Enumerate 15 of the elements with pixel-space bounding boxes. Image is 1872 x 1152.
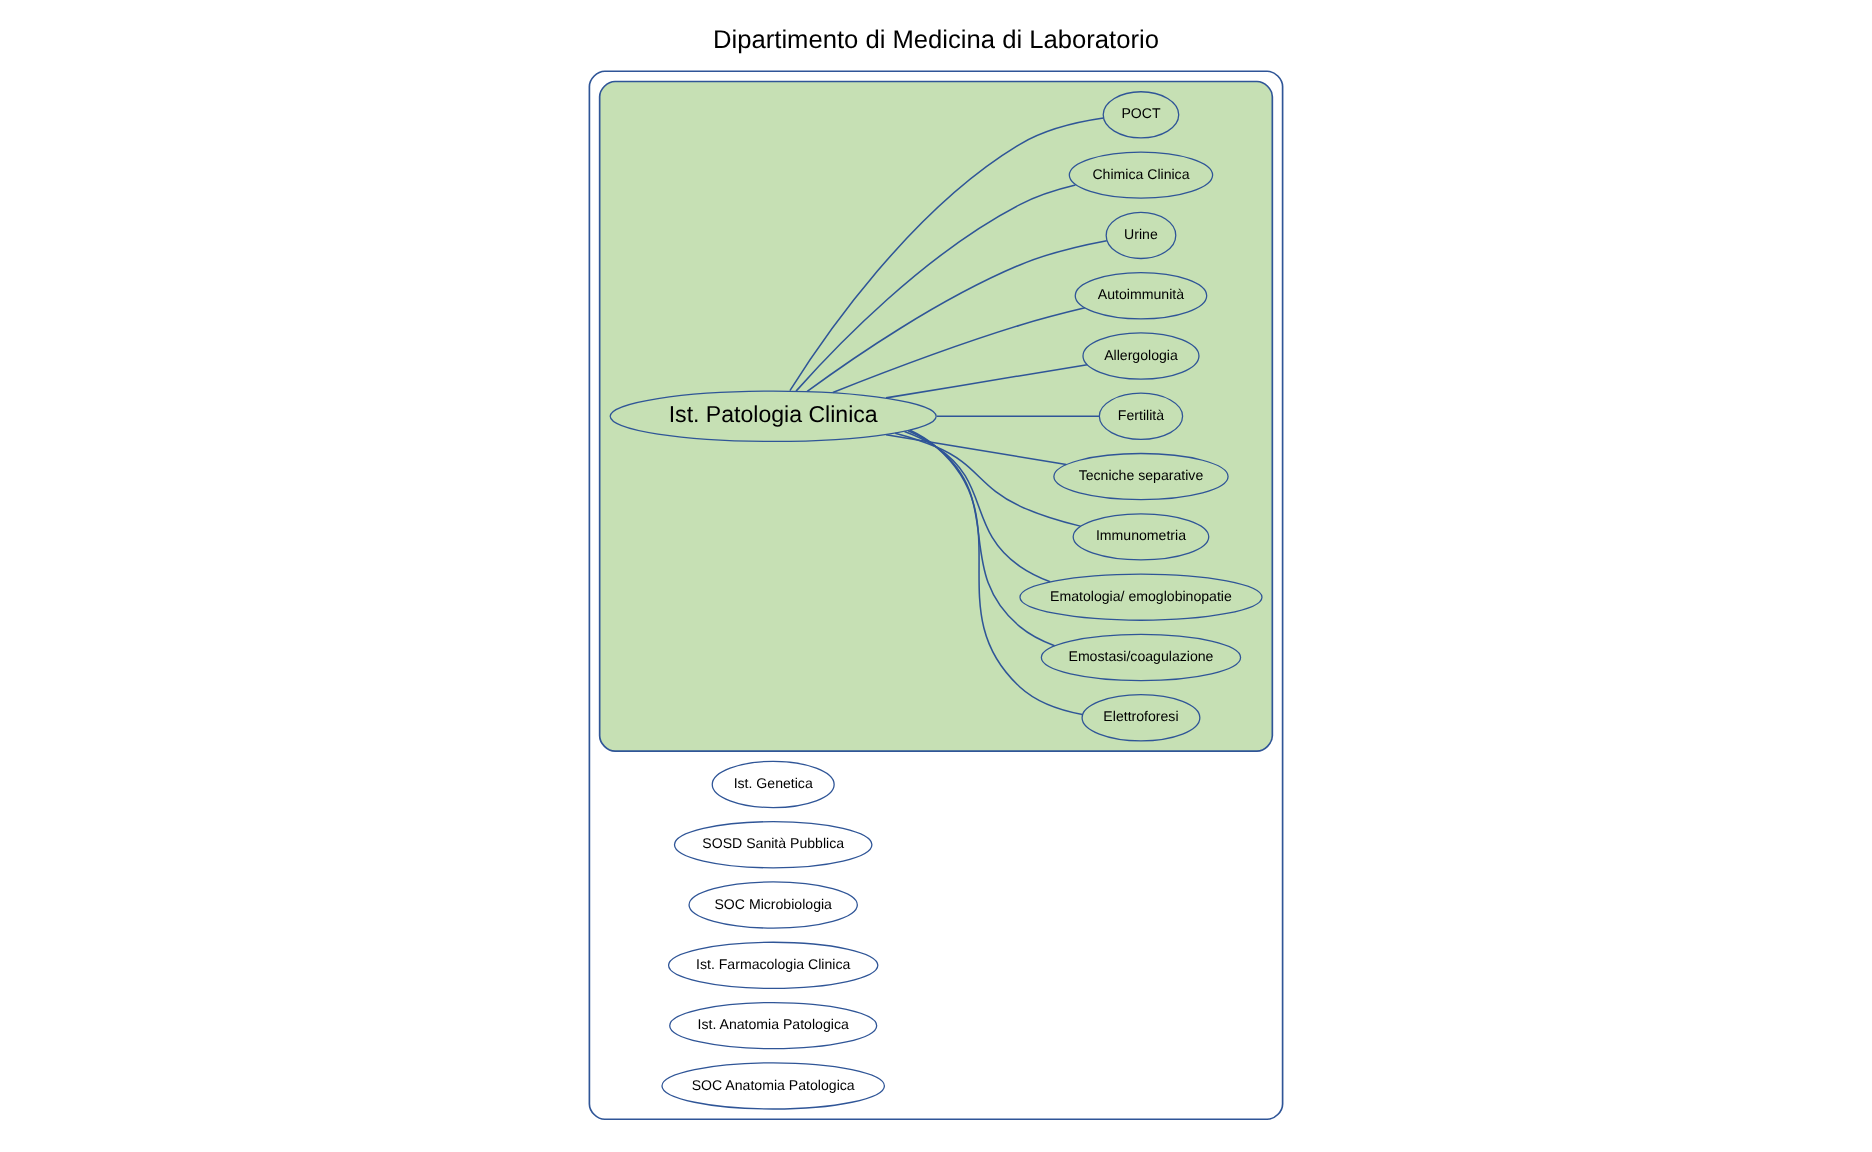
diagram-title: Dipartimento di Medicina di Laboratorio	[713, 24, 1159, 55]
connector	[885, 363, 1089, 399]
cluster	[598, 80, 1274, 752]
connector	[936, 415, 1100, 418]
connector	[832, 307, 1086, 394]
connector	[907, 429, 1056, 647]
cluster	[588, 70, 1284, 1121]
connector	[903, 430, 1051, 583]
node-ellipse: Ist. Patologia Clinica	[609, 390, 937, 443]
connector	[789, 117, 1105, 392]
connector	[909, 429, 1084, 716]
connector	[894, 432, 1082, 527]
connector	[885, 433, 1068, 466]
connector	[795, 184, 1077, 392]
connector	[806, 239, 1108, 393]
